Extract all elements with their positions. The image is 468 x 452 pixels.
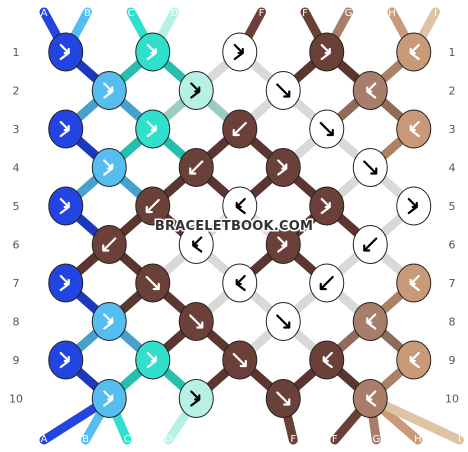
knot-arrow-icon — [145, 275, 160, 291]
row-label-left: 2 — [13, 85, 20, 98]
knot-arrow-icon — [366, 313, 377, 330]
row-label-right: 1 — [449, 46, 456, 59]
row-label-right: 10 — [445, 393, 459, 406]
string-label-bottom: C — [124, 434, 131, 445]
string-label-bottom: G — [372, 434, 380, 445]
knot-arrow-icon — [276, 83, 291, 98]
row-label-left: 6 — [13, 239, 20, 252]
knot-arrow-icon — [276, 314, 291, 329]
string-label-top: G — [345, 8, 353, 19]
row-label-right: 7 — [449, 277, 456, 290]
string-label-top: I — [434, 8, 437, 19]
knot-arrow-icon — [235, 274, 246, 292]
knot-arrow-icon — [103, 390, 114, 407]
string-label-bottom: F — [332, 434, 338, 445]
string-label-bottom: E — [249, 434, 255, 445]
knot-arrow-icon — [320, 197, 331, 215]
string-label-top: B — [84, 8, 91, 19]
knot-arrow-icon — [102, 237, 117, 252]
knot-arrow-icon — [59, 43, 70, 61]
row-label-left: 8 — [13, 316, 20, 329]
knot-arrow-icon — [319, 275, 334, 291]
knot-arrow-icon — [233, 43, 244, 61]
row-label-right: 6 — [449, 239, 456, 252]
knot-arrow-icon — [366, 82, 377, 99]
row-label-right: 2 — [449, 85, 456, 98]
string-label-bottom: A — [41, 434, 48, 445]
row-label-right: 9 — [449, 354, 456, 367]
knot-arrow-icon — [59, 197, 70, 215]
string-label-top: F — [259, 8, 265, 19]
knot-arrow-icon — [409, 351, 420, 369]
string-label-top: D — [171, 8, 179, 19]
knot-arrow-icon — [276, 391, 291, 406]
row-label-right: 4 — [449, 162, 456, 175]
knot-arrow-icon — [277, 236, 288, 253]
string-label-top: C — [128, 8, 135, 19]
row-label-right: 3 — [449, 123, 456, 136]
knot-arrow-icon — [235, 197, 246, 215]
knot-arrow-icon — [190, 82, 201, 99]
row-label-left: 3 — [13, 123, 20, 136]
row-label-right: 8 — [449, 316, 456, 329]
row-label-left: 4 — [13, 162, 20, 175]
row-label-left: 7 — [13, 277, 20, 290]
knot-arrow-icon — [320, 43, 331, 61]
knot-arrow-icon — [189, 160, 204, 175]
knot-arrow-icon — [409, 120, 420, 138]
knot-arrow-icon — [277, 159, 288, 176]
knot-arrow-icon — [363, 237, 378, 252]
knot-layer — [48, 32, 432, 418]
knot-arrow-icon — [363, 160, 378, 175]
string-label-bottom: H — [414, 434, 422, 445]
string-label-bottom: B — [82, 434, 89, 445]
knot-arrow-icon — [103, 159, 114, 176]
string-label-top: H — [388, 8, 396, 19]
knot-arrow-icon — [59, 274, 70, 292]
knot-arrow-icon — [59, 351, 70, 369]
row-label-left: 5 — [13, 200, 20, 213]
string-label-bottom: I — [458, 434, 461, 445]
knot-arrow-icon — [366, 390, 377, 407]
knot-arrow-icon — [146, 43, 157, 61]
knot-arrow-icon — [146, 120, 157, 138]
row-label-right: 5 — [449, 200, 456, 213]
knot-arrow-icon — [146, 351, 157, 369]
knot-arrow-icon — [319, 121, 334, 137]
string-label-bottom: F — [290, 434, 296, 445]
knot-arrow-icon — [409, 274, 420, 292]
knot-arrow-icon — [59, 120, 70, 138]
string-label-top: F — [302, 8, 308, 19]
row-label-left: 9 — [13, 354, 20, 367]
string-label-bottom: E — [207, 434, 213, 445]
knot-arrow-icon — [189, 314, 204, 329]
knot-arrow-icon — [192, 236, 203, 253]
knot-arrow-icon — [409, 43, 420, 61]
knot-arrow-icon — [407, 197, 418, 215]
string-label-bottom: D — [165, 434, 173, 445]
knot-arrow-icon — [190, 390, 201, 407]
watermark: BRACELETBOOK.COM — [155, 219, 313, 234]
knot-arrow-icon — [322, 351, 333, 369]
string-label-top: E — [215, 8, 221, 19]
knot-arrow-icon — [145, 198, 160, 214]
knot-arrow-icon — [103, 313, 114, 330]
row-label-left: 1 — [13, 46, 20, 59]
knot-arrow-icon — [103, 82, 114, 99]
knot-arrow-icon — [232, 121, 247, 137]
knot-arrow-icon — [232, 352, 247, 368]
row-label-left: 10 — [9, 393, 23, 406]
string-label-top: A — [41, 8, 48, 19]
